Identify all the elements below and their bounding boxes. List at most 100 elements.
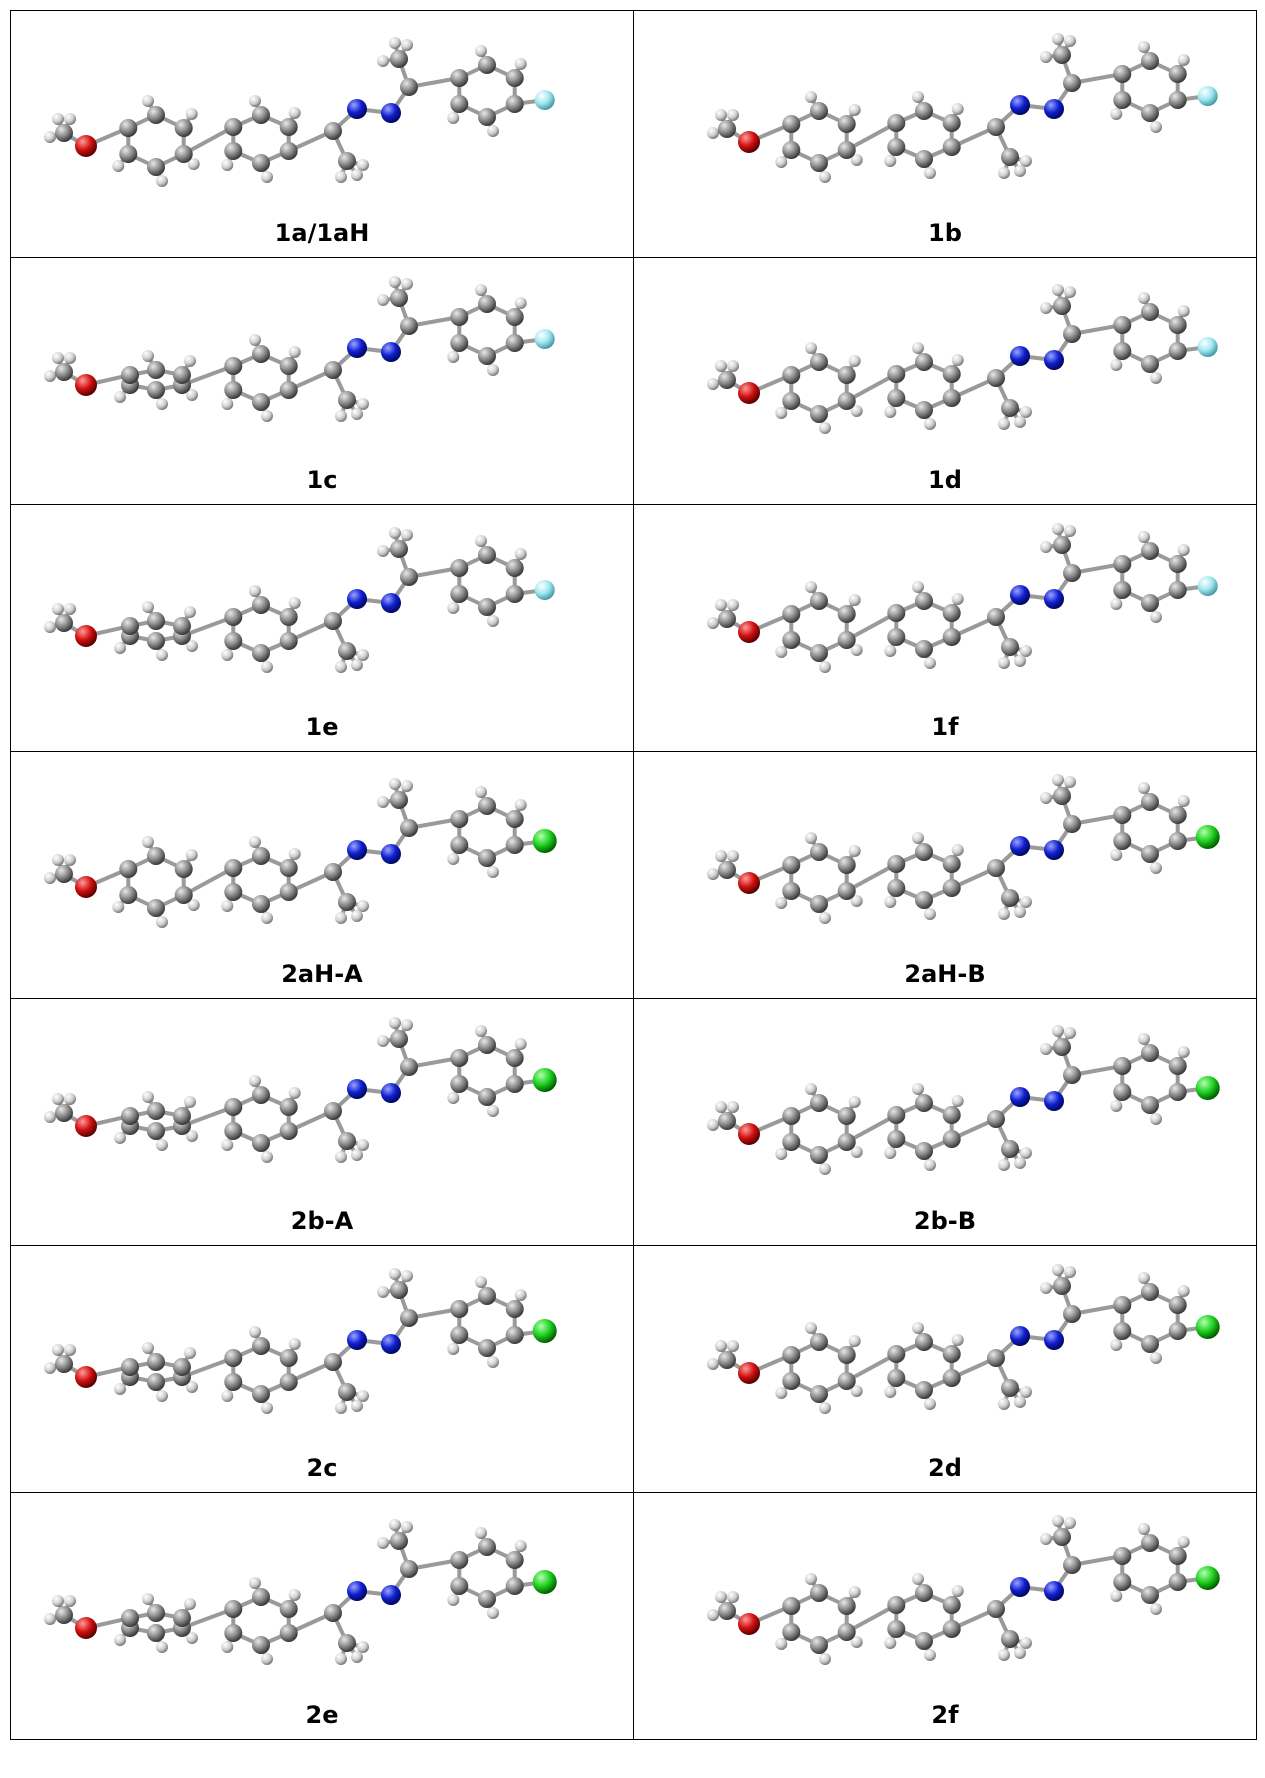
carbon-atom xyxy=(942,114,961,132)
carbon-atom xyxy=(942,628,961,646)
hydrogen-atom xyxy=(1052,1025,1064,1037)
hydrogen-atom xyxy=(44,872,56,884)
hydrogen-atom xyxy=(288,1087,301,1099)
oxygen-atom xyxy=(738,382,760,404)
hydrogen-atom xyxy=(715,850,727,862)
nitrogen-atom xyxy=(381,1334,401,1354)
carbon-atom xyxy=(718,1602,736,1620)
hydrogen-atom xyxy=(1138,41,1150,53)
carbon-atom xyxy=(55,1606,73,1624)
carbon-atom xyxy=(915,401,933,419)
carbon-atom xyxy=(887,1369,906,1387)
hydrogen-atom xyxy=(912,342,924,354)
carbon-atom xyxy=(174,119,193,137)
hydrogen-atom xyxy=(142,95,154,107)
carbon-atom xyxy=(1113,1573,1132,1591)
hydrogen-atom xyxy=(998,418,1010,430)
structure-cell: 2b-A xyxy=(10,998,634,1246)
carbon-atom xyxy=(224,118,243,136)
hydrogen-atom xyxy=(1110,359,1123,371)
carbon-atom xyxy=(279,859,298,877)
hydrogen-atom xyxy=(848,1586,861,1598)
carbon-atom xyxy=(987,608,1005,626)
hydrogen-atom xyxy=(1138,1272,1150,1284)
hydrogen-atom xyxy=(924,1649,936,1661)
hydrogen-atom xyxy=(819,912,831,924)
carbon-atom xyxy=(1141,845,1159,863)
hydrogen-atom xyxy=(1064,35,1076,47)
hydrogen-atom xyxy=(44,370,56,382)
carbon-atom xyxy=(252,596,270,614)
carbon-atom xyxy=(400,1309,418,1327)
hydrogen-atom xyxy=(884,1147,897,1159)
carbon-atom xyxy=(1113,1547,1132,1565)
carbon-atom xyxy=(1141,542,1159,560)
hydrogen-atom xyxy=(1052,33,1064,45)
carbon-atom xyxy=(987,369,1005,387)
carbon-atom xyxy=(505,95,524,113)
hydrogen-atom xyxy=(389,276,401,288)
bond xyxy=(844,372,899,403)
hydrogen-atom xyxy=(998,908,1010,920)
molecule-structure xyxy=(707,523,1218,673)
carbon-atom xyxy=(1113,806,1132,824)
hydrogen-atom xyxy=(357,649,369,661)
atoms xyxy=(707,1025,1220,1175)
hydrogen-atom xyxy=(64,854,76,866)
hydrogen-atom xyxy=(951,593,964,605)
carbon-atom xyxy=(450,69,469,87)
carbon-atom xyxy=(147,1122,165,1140)
hydrogen-atom xyxy=(185,849,198,861)
carbon-atom xyxy=(1063,815,1081,833)
carbon-atom xyxy=(1113,342,1132,360)
hydrogen-atom xyxy=(819,171,831,183)
hydrogen-atom xyxy=(707,378,719,390)
oxygen-atom xyxy=(75,876,97,898)
carbon-atom xyxy=(1168,1057,1187,1075)
carbon-atom xyxy=(718,1351,736,1369)
hydrogen-atom xyxy=(357,1139,369,1151)
hydrogen-atom xyxy=(514,799,527,811)
nitrogen-atom xyxy=(1044,1330,1064,1350)
carbon-atom xyxy=(887,1345,906,1363)
carbon-atom xyxy=(987,859,1005,877)
hydrogen-atom xyxy=(1064,525,1076,537)
carbon-atom xyxy=(942,879,961,897)
bond xyxy=(179,1607,236,1630)
carbon-atom xyxy=(279,1122,298,1140)
nitrogen-atom xyxy=(1010,1087,1030,1107)
nitrogen-atom xyxy=(1044,840,1064,860)
carbon-atom xyxy=(147,381,165,399)
hydrogen-atom xyxy=(514,297,527,309)
hydrogen-atom xyxy=(1177,305,1190,317)
carbon-atom xyxy=(279,608,298,626)
hydrogen-atom xyxy=(351,1149,363,1161)
carbon-atom xyxy=(1113,555,1132,573)
compound-label: 1c xyxy=(306,466,338,494)
hydrogen-atom xyxy=(44,621,56,633)
hydrogen-atom xyxy=(775,1638,788,1650)
hydrogen-atom xyxy=(1040,1282,1052,1294)
hydrogen-atom xyxy=(1040,792,1052,804)
nitrogen-atom xyxy=(381,844,401,864)
hydrogen-atom xyxy=(850,154,863,166)
hydrogen-atom xyxy=(377,294,389,306)
hydrogen-atom xyxy=(1020,896,1032,908)
hydrogen-atom xyxy=(447,1343,460,1355)
hydrogen-atom xyxy=(819,1653,831,1665)
carbon-atom xyxy=(147,1624,165,1642)
carbon-atom xyxy=(942,138,961,156)
carbon-atom xyxy=(1113,1296,1132,1314)
compound-label: 1e xyxy=(305,713,339,741)
compound-label: 2b-A xyxy=(290,1207,354,1235)
hydrogen-atom xyxy=(447,1092,460,1104)
hydrogen-atom xyxy=(64,1344,76,1356)
hydrogen-atom xyxy=(1014,1647,1026,1659)
oxygen-atom xyxy=(75,135,97,157)
hydrogen-atom xyxy=(850,405,863,417)
hydrogen-atom xyxy=(912,1573,924,1585)
carbon-atom xyxy=(1113,832,1132,850)
hydrogen-atom xyxy=(377,1035,389,1047)
